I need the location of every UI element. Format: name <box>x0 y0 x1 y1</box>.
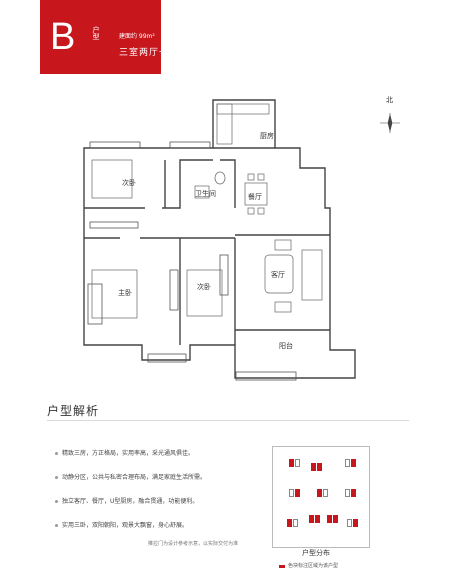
building-unit <box>289 489 301 497</box>
room-label-bathroom: 卫生间 <box>195 189 216 198</box>
building-unit <box>309 515 321 523</box>
divider <box>47 420 409 421</box>
room-label-living: 客厅 <box>271 270 285 279</box>
distribution-title: 户型分布 <box>302 549 330 557</box>
building-unit <box>287 519 299 527</box>
unit-type-label: 户型 <box>92 26 100 40</box>
unit-type-letter: B <box>50 16 76 58</box>
bullet-dot-icon <box>55 500 58 503</box>
building-unit <box>347 519 359 527</box>
room-label-kitchen: 厨房 <box>260 131 274 140</box>
bullet-item: 独立客厅、餐厅，U型厨房，融合贯通，功能便利。 <box>55 496 198 505</box>
building-unit <box>317 489 329 497</box>
north-label: 北 <box>386 96 393 104</box>
area-label: 建面约 99m² <box>119 33 155 40</box>
footnote: 推拉门为设计参考示意，以实际交付为准 <box>148 541 239 547</box>
legend-swatch <box>279 565 285 568</box>
room-label-master-bedroom: 主卧 <box>118 288 132 297</box>
analysis-title: 户型解析 <box>47 404 100 418</box>
room-label-secondary-bedroom-top: 次卧 <box>122 178 136 187</box>
layout-label: 三室两厅一卫 <box>119 48 180 58</box>
unit-distribution-map <box>272 446 370 548</box>
floor-plan: 厨房 次卧 卫生间 餐厅 主卧 次卧 客厅 阳台 北 <box>83 96 400 381</box>
bullet-dot-icon <box>55 476 58 479</box>
bullet-dot-icon <box>55 524 58 527</box>
compass-icon <box>380 113 400 133</box>
bullet-dot-icon <box>55 452 58 455</box>
bullet-item: 精致三房，方正格局，实用率高，采光通风俱佳。 <box>55 448 194 457</box>
room-label-balcony: 阳台 <box>279 341 293 350</box>
building-unit <box>345 459 357 467</box>
room-label-secondary-bedroom: 次卧 <box>197 282 211 291</box>
header-red-box <box>40 0 161 74</box>
legend-text: 色块标注区域为该户型 <box>288 563 339 569</box>
building-unit <box>345 489 357 497</box>
building-unit <box>327 515 339 523</box>
building-unit <box>289 459 301 467</box>
room-label-dining: 餐厅 <box>248 192 262 201</box>
building-unit <box>311 463 323 471</box>
bullet-item: 实用三卧，双阳朝阳，观景大飘窗，身心舒展。 <box>55 520 188 529</box>
bullet-item: 动静分区，公共与私密合理布局，满足家庭生活所需。 <box>55 472 206 481</box>
